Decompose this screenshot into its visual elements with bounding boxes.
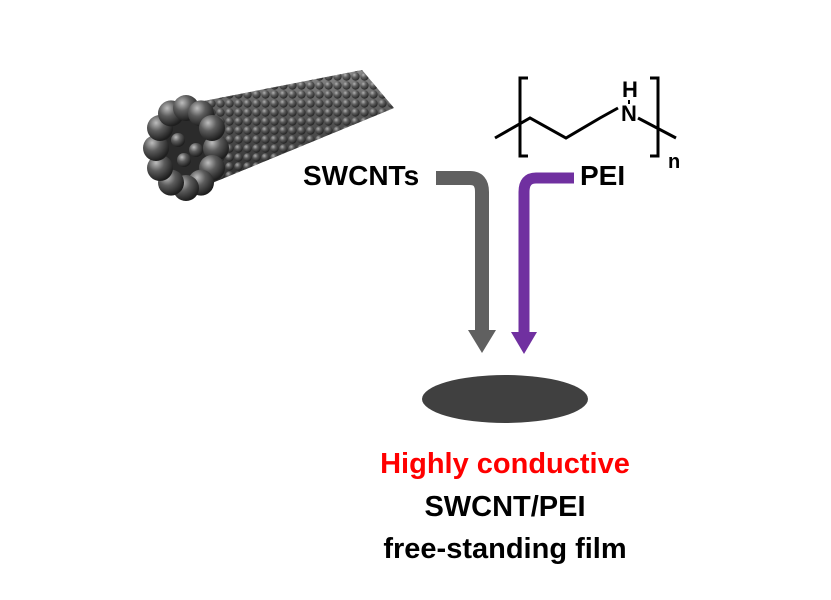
pei-label: PEI: [580, 160, 626, 191]
pei-repeat-subscript: n: [668, 151, 680, 173]
swcnt-arrow-shaft: [436, 171, 489, 330]
pei-arrow-head: [511, 332, 537, 354]
pei-hydrogen: H: [622, 77, 638, 102]
swcnts-label: SWCNTs: [303, 160, 420, 191]
nanotube-inner-atom: [177, 153, 191, 167]
nanotube-illustration: [143, 70, 394, 201]
nanotube-inner-atom: [189, 143, 203, 157]
pei-arrow-shaft: [518, 172, 574, 332]
pei-structure: [494, 76, 677, 158]
nanotube-inner-atom: [171, 133, 185, 147]
nanotube-end-atom: [199, 115, 225, 141]
nanotube-body-texture: [168, 70, 394, 188]
pei-bracket-right: [650, 76, 660, 158]
caption-form: free-standing film: [383, 533, 627, 565]
nanotube-end-atom: [203, 135, 229, 161]
pei-bracket-left: [518, 76, 528, 158]
nanotube-end-atom: [143, 135, 169, 161]
film-disc: [422, 375, 588, 423]
nanotube-end-cap: [143, 95, 229, 201]
caption-highlight: Highly conductive: [380, 448, 630, 480]
pei-nitrogen: N: [621, 101, 637, 126]
swcnt-arrow-head: [468, 330, 496, 353]
pei-backbone: [494, 106, 619, 140]
pei-arrow: [511, 172, 574, 354]
swcnt-arrow: [436, 171, 496, 353]
nanotube-end-atom: [147, 155, 173, 181]
caption-material: SWCNT/PEI: [424, 491, 586, 523]
